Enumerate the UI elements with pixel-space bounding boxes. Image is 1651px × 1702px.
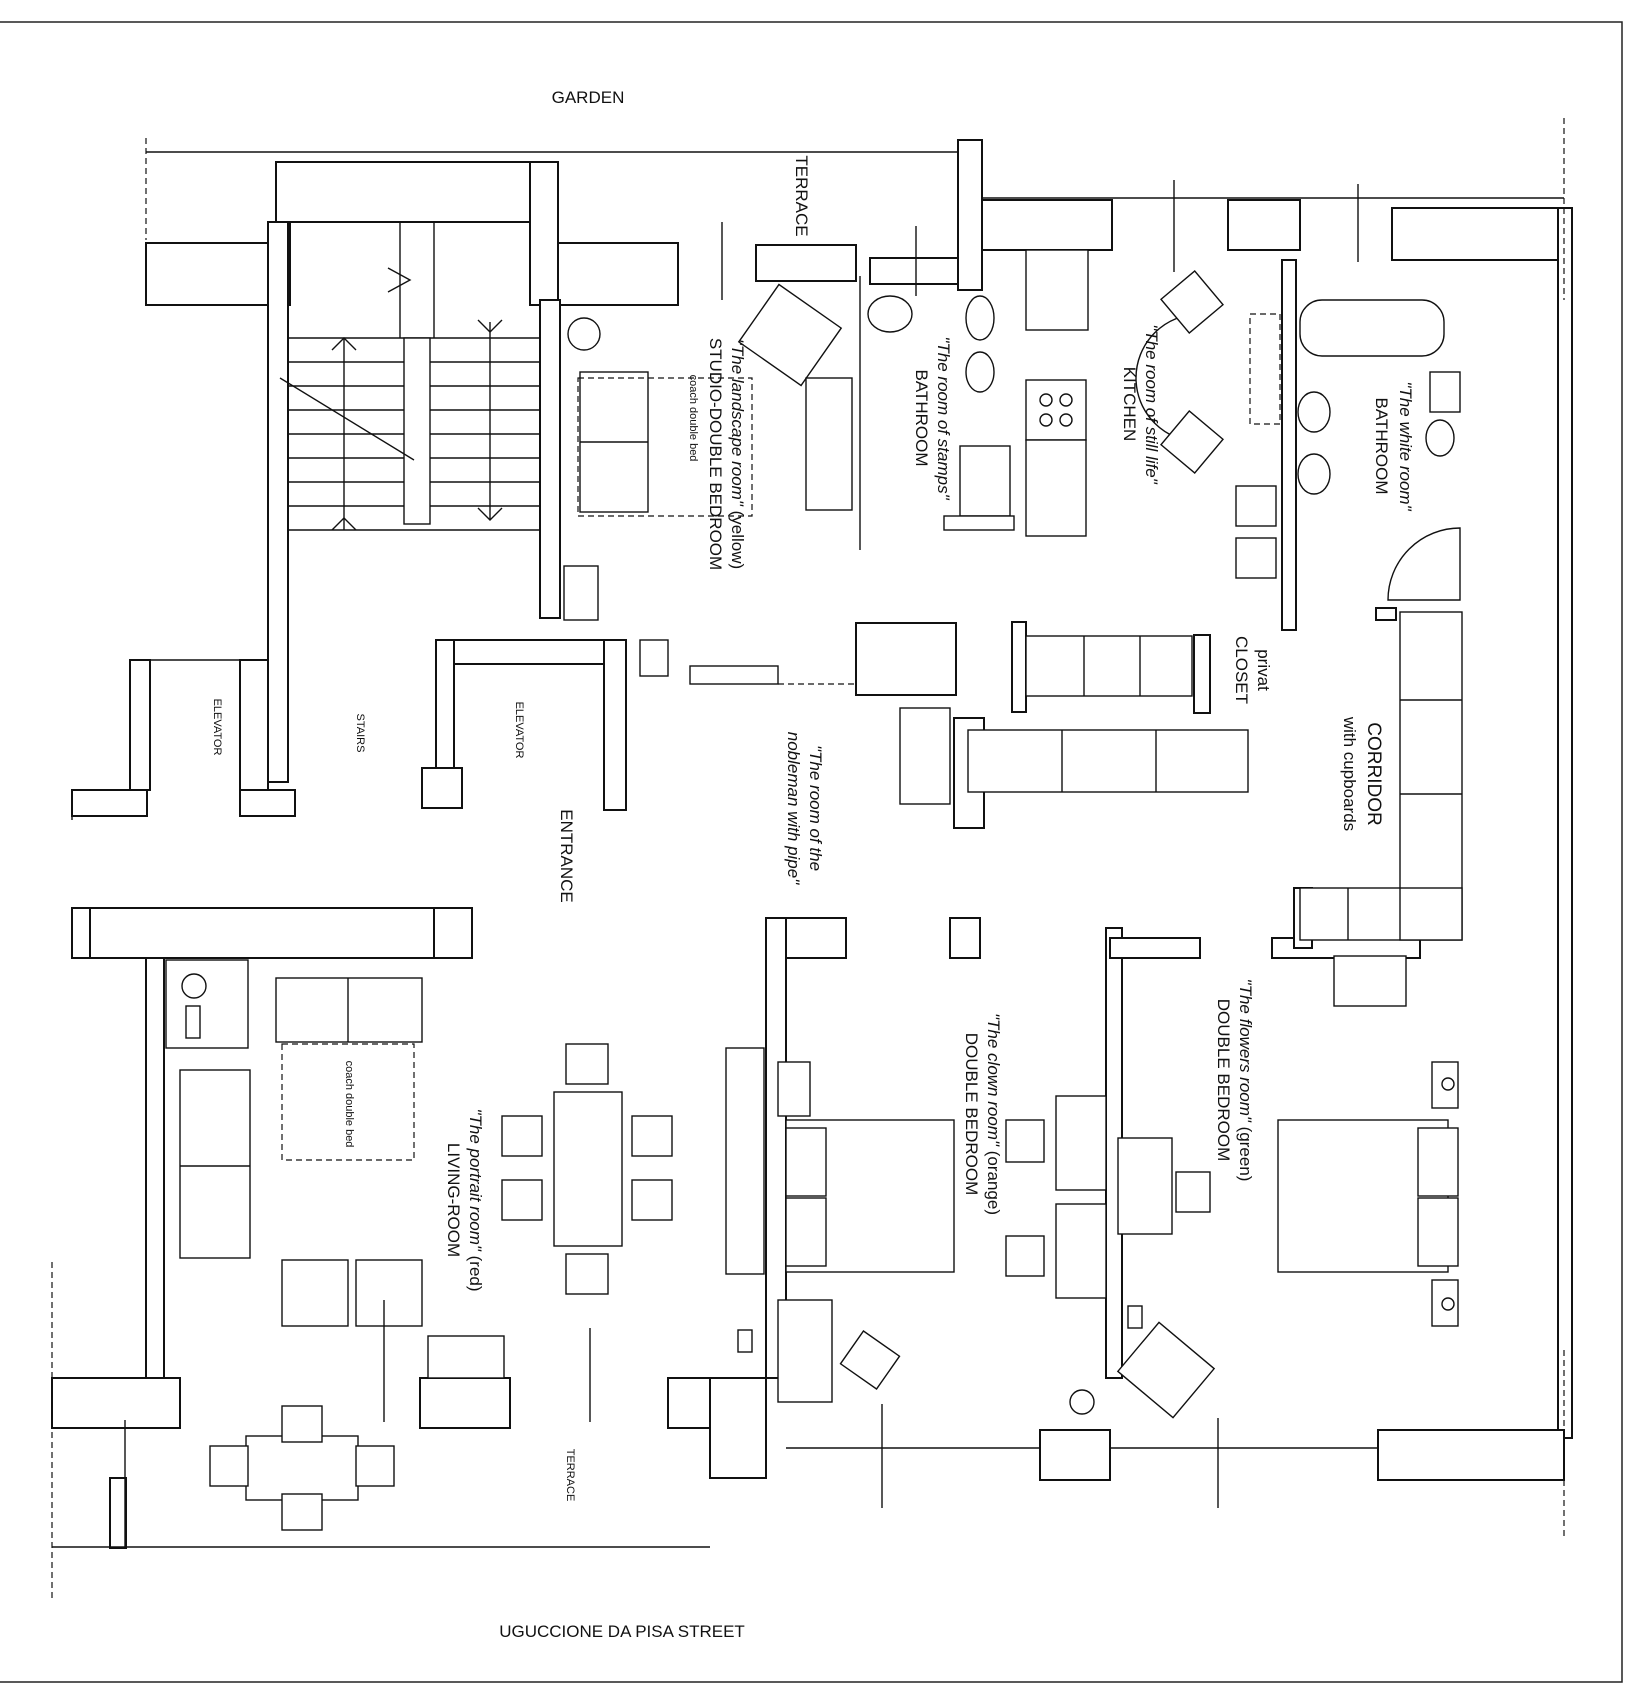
desk-icon bbox=[805, 377, 853, 511]
terrace-top-label: TERRACE bbox=[792, 155, 811, 236]
studio-type: STUDIO-DOUBLE BEDROOM bbox=[706, 338, 725, 570]
stairs bbox=[279, 222, 540, 531]
kitchen-sink-icon bbox=[1025, 249, 1089, 331]
corridor-type: CORRIDOR bbox=[1363, 722, 1384, 825]
hall-line1: "The room of the bbox=[806, 745, 825, 871]
bathroom-white-nickname: "The white room" bbox=[1396, 381, 1415, 511]
bathroom-stamps-fixtures bbox=[859, 276, 1015, 550]
corridor-note: with cupboards bbox=[1340, 716, 1359, 831]
walls bbox=[51, 139, 1573, 1549]
garden-label: GARDEN bbox=[552, 88, 625, 107]
bidet-icon bbox=[965, 351, 995, 393]
terrace-table-icon bbox=[245, 1435, 359, 1501]
bathtub-icon bbox=[1299, 299, 1445, 357]
chair-icon bbox=[1160, 270, 1224, 334]
shower-icon bbox=[959, 445, 1011, 517]
bathroom-white-fixtures bbox=[1297, 299, 1461, 601]
hall-line2: nobleman with pipe" bbox=[784, 732, 803, 885]
chair-icon bbox=[563, 565, 599, 621]
toilet-icon bbox=[965, 295, 995, 341]
plant-icon bbox=[567, 317, 601, 351]
sofa-icon bbox=[179, 1069, 251, 1259]
closet-line1: privat bbox=[1254, 649, 1273, 691]
studio-furniture bbox=[563, 283, 856, 685]
chair-icon bbox=[1160, 410, 1224, 474]
armchair-icon bbox=[839, 1330, 901, 1390]
plant-icon bbox=[181, 973, 207, 999]
stairs-label: STAIRS bbox=[354, 714, 366, 753]
bathroom-stamps-type: BATHROOM bbox=[912, 370, 931, 467]
flowers-bedroom-furniture bbox=[1116, 955, 1459, 1419]
plant-icon bbox=[1069, 1389, 1095, 1415]
dining-table-icon bbox=[553, 1091, 623, 1247]
living-furniture bbox=[165, 959, 753, 1422]
bidet-icon bbox=[1297, 453, 1331, 495]
armchair-icon bbox=[1116, 1321, 1216, 1419]
entrance-label: ENTRANCE bbox=[557, 809, 576, 903]
toilet-icon bbox=[1297, 391, 1331, 433]
closet-line2: CLOSET bbox=[1232, 636, 1251, 704]
wardrobe-icon bbox=[725, 1047, 765, 1275]
armchair-icon bbox=[281, 1259, 349, 1327]
terrace-bottom-label: TERRACE bbox=[564, 1449, 576, 1502]
kitchen-fixtures bbox=[1025, 249, 1281, 579]
street-label: UGUCCIONE DA PISA STREET bbox=[499, 1622, 745, 1641]
living-nickname: "The portrait room" (red) bbox=[466, 1108, 485, 1291]
kitchen-type: KITCHEN bbox=[1120, 367, 1139, 442]
clown-nickname: "The clown room" (orange) bbox=[984, 1013, 1003, 1215]
terrace-furniture bbox=[209, 1405, 395, 1531]
windows bbox=[721, 180, 1359, 1508]
clown-type: DOUBLE BEDROOM bbox=[962, 1033, 981, 1195]
sofa-icon bbox=[275, 977, 423, 1043]
flowers-type: DOUBLE BEDROOM bbox=[1214, 999, 1233, 1161]
elevator-left-label: ELEVATOR bbox=[211, 699, 223, 756]
cupboards bbox=[899, 611, 1463, 941]
elevator-right-label: ELEVATOR bbox=[513, 702, 525, 759]
studio-nickname: "The landscape room" (yellow) bbox=[728, 339, 747, 569]
armchair-icon bbox=[355, 1259, 423, 1327]
sink-icon bbox=[1425, 419, 1455, 457]
living-type: LIVING-ROOM bbox=[444, 1143, 463, 1257]
plan-frame bbox=[0, 21, 1623, 1683]
bathroom-white-type: BATHROOM bbox=[1372, 398, 1391, 495]
stove-icon bbox=[1025, 379, 1087, 441]
clown-bedroom-furniture bbox=[725, 1047, 1107, 1415]
armchair-icon bbox=[737, 283, 843, 387]
shower-icon bbox=[1387, 527, 1461, 601]
kitchen-nickname: "The room of still life" bbox=[1142, 324, 1161, 484]
studio-bed-note: coach double bed bbox=[687, 375, 699, 462]
flowers-nickname: "The flowers room" (green) bbox=[1236, 979, 1255, 1182]
living-bed-note: coach double bed bbox=[343, 1061, 355, 1148]
sink-icon bbox=[867, 295, 913, 333]
bathroom-stamps-nickname: "The room of stamps" bbox=[934, 336, 953, 500]
